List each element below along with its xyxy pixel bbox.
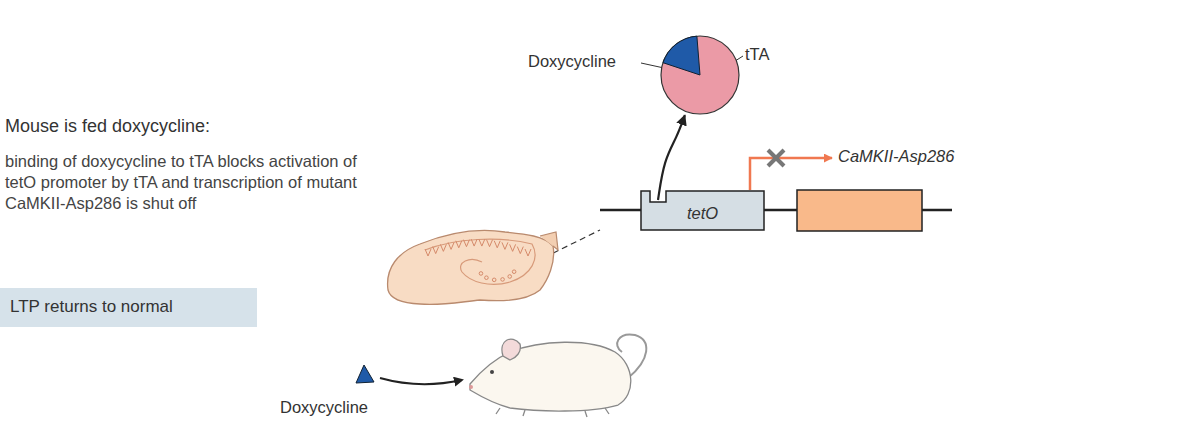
block-cross <box>768 150 784 166</box>
hippocampus-slice <box>388 231 558 305</box>
heading-text: Mouse is fed doxycycline: <box>5 116 385 136</box>
pie-label: Doxycycline <box>528 52 616 71</box>
feeding-arrow <box>380 378 462 384</box>
doxycycline-pellet <box>356 365 374 383</box>
drug-label: Doxycycline <box>280 397 440 417</box>
gene-label: CaMKII-Asp286 <box>838 146 1038 166</box>
pie-shape <box>660 35 740 115</box>
transcription-arrow <box>750 158 832 190</box>
leader-line <box>641 63 664 68</box>
tta-pie: DoxycyclinetTA <box>660 35 740 115</box>
pie-label: tTA <box>745 45 769 64</box>
promoter-label: tetO <box>640 190 765 223</box>
promoter-box: tetO <box>640 190 765 231</box>
gene-box <box>797 190 922 231</box>
result-label: LTP returns to normal <box>10 297 247 317</box>
curved-arrow <box>658 115 685 200</box>
result-box: LTP returns to normal <box>0 288 257 327</box>
mouse <box>469 335 646 417</box>
body-text: binding of doxycycline to tTA blocks act… <box>5 151 357 214</box>
